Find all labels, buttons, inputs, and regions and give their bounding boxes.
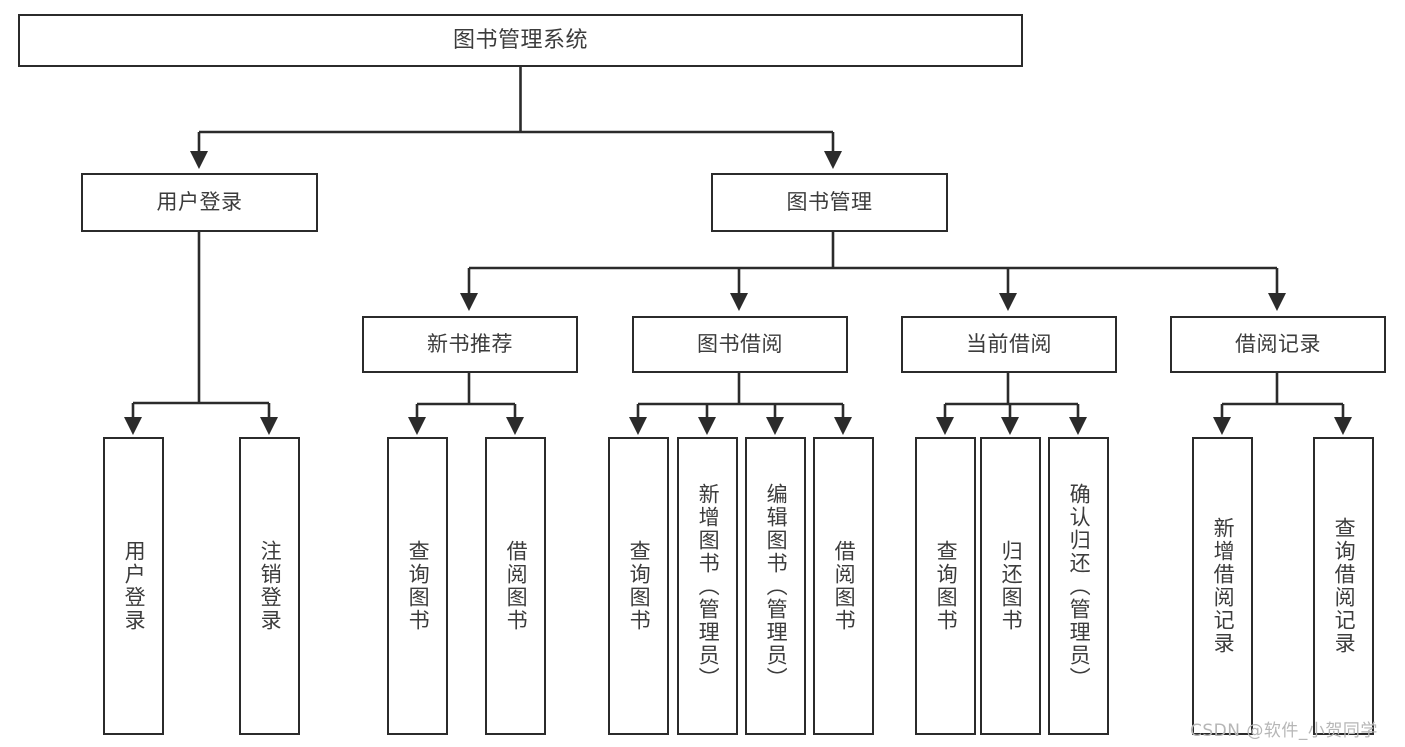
node-leaf-return-book[interactable]: 归还图书 <box>980 437 1041 735</box>
node-leaf-add-record[interactable]: 新增借阅记录 <box>1192 437 1253 735</box>
node-book-manage-label: 图书管理 <box>786 190 873 215</box>
node-leaf-return-book-label: 归还图书 <box>999 540 1024 632</box>
node-book-manage[interactable]: 图书管理 <box>711 173 948 232</box>
node-user-login-label: 用户登录 <box>156 190 243 215</box>
node-new-book-recommend[interactable]: 新书推荐 <box>362 316 578 373</box>
node-leaf-add-book-label: 新增图书（管理员） <box>696 482 721 690</box>
node-leaf-edit-book-label: 编辑图书（管理员） <box>764 482 789 690</box>
node-leaf-confirm-return-label: 确认归还（管理员） <box>1067 482 1092 690</box>
node-leaf-user-login-label: 用户登录 <box>122 540 147 632</box>
node-leaf-logout-login[interactable]: 注销登录 <box>239 437 300 735</box>
node-leaf-query-book-3-label: 查询图书 <box>934 540 959 632</box>
node-leaf-query-book-2[interactable]: 查询图书 <box>608 437 669 735</box>
node-root[interactable]: 图书管理系统 <box>18 14 1023 67</box>
node-user-login[interactable]: 用户登录 <box>81 173 318 232</box>
node-leaf-user-login[interactable]: 用户登录 <box>103 437 164 735</box>
node-leaf-query-record-label: 查询借阅记录 <box>1332 517 1357 655</box>
node-leaf-add-record-label: 新增借阅记录 <box>1211 517 1236 655</box>
node-root-label: 图书管理系统 <box>452 27 588 53</box>
node-book-borrow-label: 图书借阅 <box>697 332 783 357</box>
node-leaf-query-book-1[interactable]: 查询图书 <box>387 437 448 735</box>
node-borrow-record-label: 借阅记录 <box>1235 332 1321 357</box>
node-current-borrow-label: 当前借阅 <box>966 332 1052 357</box>
node-leaf-edit-book[interactable]: 编辑图书（管理员） <box>745 437 806 735</box>
node-leaf-borrow-book-1[interactable]: 借阅图书 <box>485 437 546 735</box>
node-leaf-query-book-1-label: 查询图书 <box>406 540 431 632</box>
node-leaf-query-record[interactable]: 查询借阅记录 <box>1313 437 1374 735</box>
node-new-book-recommend-label: 新书推荐 <box>427 332 513 357</box>
csdn-watermark: CSDN @软件_小贺同学 <box>1190 721 1378 741</box>
node-leaf-confirm-return[interactable]: 确认归还（管理员） <box>1048 437 1109 735</box>
node-leaf-borrow-book-1-label: 借阅图书 <box>504 540 529 632</box>
node-leaf-borrow-book-2[interactable]: 借阅图书 <box>813 437 874 735</box>
node-leaf-query-book-3[interactable]: 查询图书 <box>915 437 976 735</box>
node-borrow-record[interactable]: 借阅记录 <box>1170 316 1386 373</box>
node-leaf-query-book-2-label: 查询图书 <box>627 540 652 632</box>
node-book-borrow[interactable]: 图书借阅 <box>632 316 848 373</box>
node-leaf-add-book[interactable]: 新增图书（管理员） <box>677 437 738 735</box>
node-leaf-logout-login-label: 注销登录 <box>258 540 283 632</box>
node-leaf-borrow-book-2-label: 借阅图书 <box>832 540 857 632</box>
node-current-borrow[interactable]: 当前借阅 <box>901 316 1117 373</box>
